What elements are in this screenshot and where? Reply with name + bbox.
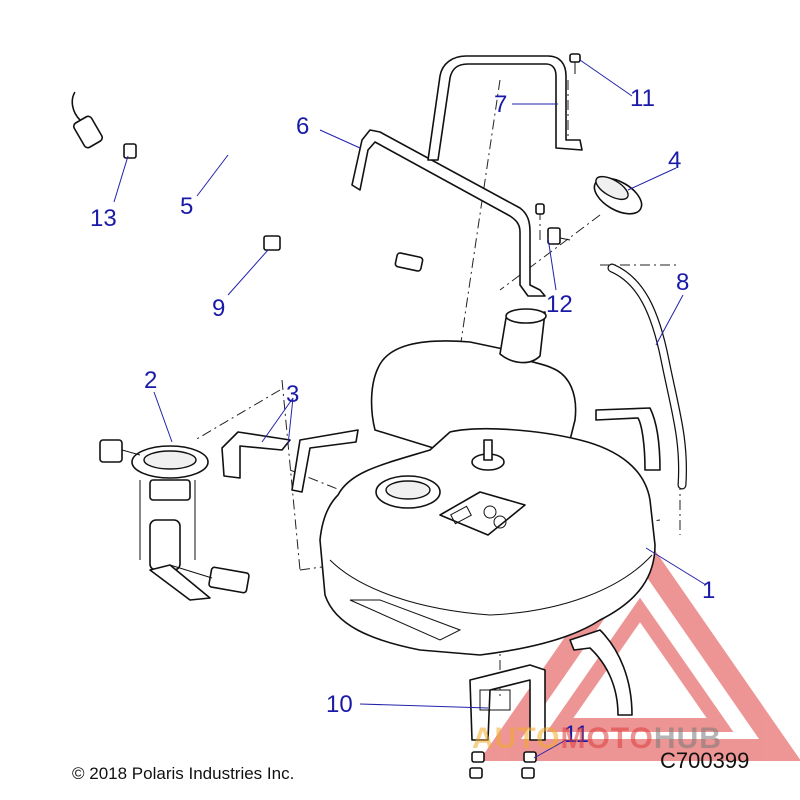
hose-clip[interactable] xyxy=(123,143,137,159)
watermark-logo xyxy=(478,528,800,761)
leader-lines xyxy=(113,59,707,759)
tank-pad-set[interactable] xyxy=(221,407,661,716)
bolt-top[interactable] xyxy=(569,53,581,74)
callout-1: 1 xyxy=(702,577,715,604)
watermark-text: AUTOMOTOHUB xyxy=(472,722,722,755)
tank-strap[interactable] xyxy=(351,129,546,297)
fuel-tank[interactable] xyxy=(319,308,656,656)
vent-hose[interactable] xyxy=(607,263,687,490)
callout-9: 9 xyxy=(212,295,225,322)
figure-code: C700399 xyxy=(660,748,750,773)
callout-2: 2 xyxy=(144,367,157,394)
lower-bracket[interactable] xyxy=(469,664,546,741)
callout-6: 6 xyxy=(296,113,309,140)
callout-12: 12 xyxy=(546,291,573,318)
callout-8: 8 xyxy=(676,269,689,296)
callout-5: 5 xyxy=(180,193,193,220)
callout-4: 4 xyxy=(668,147,681,174)
bolt-set[interactable] xyxy=(535,203,571,245)
callout-13: 13 xyxy=(90,205,117,232)
callout-11-top: 11 xyxy=(630,85,655,112)
fuel-cap[interactable] xyxy=(588,171,647,221)
fuel-pump-assembly[interactable] xyxy=(99,439,250,601)
callout-7: 7 xyxy=(494,91,507,118)
fitting[interactable] xyxy=(263,235,281,251)
callout-numbers: 1 2 3 4 5 6 7 8 9 10 11 11 12 13 xyxy=(90,85,715,748)
callout-10: 10 xyxy=(326,691,353,718)
fuel-line[interactable] xyxy=(71,80,424,272)
callout-3: 3 xyxy=(286,381,299,408)
copyright-notice: © 2018 Polaris Industries Inc. xyxy=(72,764,295,783)
mounting-bracket[interactable] xyxy=(427,55,583,161)
bolt-set-bottom[interactable] xyxy=(469,751,537,779)
callout-11-bottom: 11 xyxy=(564,721,589,748)
